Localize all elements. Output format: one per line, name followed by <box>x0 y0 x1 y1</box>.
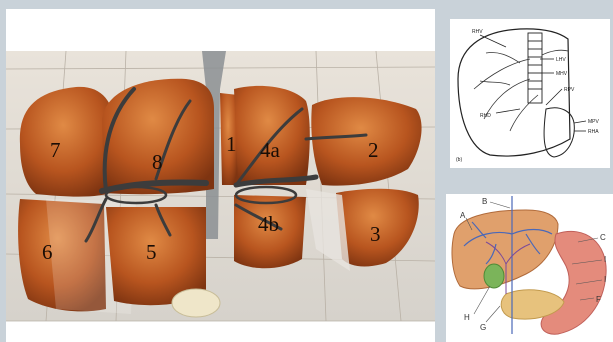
label-rha: RHA <box>588 129 599 135</box>
label-rhd: RHD <box>480 113 491 119</box>
label-e: I <box>604 275 606 284</box>
segment-4a-label: 4a <box>260 138 281 162</box>
panel-b-label: (b) <box>456 157 462 163</box>
liver-outline <box>458 29 570 156</box>
label-lhv: LHV <box>556 57 566 63</box>
segment-6-label: 6 <box>42 240 53 264</box>
label-rhv: RHV <box>472 29 483 35</box>
label-f: F <box>596 295 601 304</box>
label-b: B <box>482 197 487 206</box>
gallbladder <box>172 289 220 317</box>
label-rpv: RPV <box>564 87 575 93</box>
segment-1-label: 1 <box>226 132 237 156</box>
segment-5-label: 5 <box>146 240 157 264</box>
label-c: C <box>600 233 606 242</box>
ivc-column <box>528 33 542 103</box>
label-d: I <box>604 255 606 264</box>
hepatic-veins-figure: RHV LHV MHV RPV RHD MPV RHA (b) <box>450 19 610 168</box>
segment-7-label: 7 <box>50 138 61 162</box>
liver-segments-illustration: 7 8 1 4a 2 6 5 4b 3 <box>6 9 435 342</box>
label-mpv: MPV <box>588 119 600 125</box>
segment-7-lobe <box>20 87 116 197</box>
liver-segments-figure: 7 8 1 4a 2 6 5 4b 3 <box>6 9 435 342</box>
gallbladder-green <box>484 264 504 288</box>
segment-2-label: 2 <box>368 138 379 162</box>
label-mhv: MHV <box>556 71 568 77</box>
label-h: H <box>464 313 470 322</box>
segment-3-label: 3 <box>370 222 381 246</box>
biliary-anatomy-diagram: B A C I I F G H <box>446 194 613 342</box>
label-g: G <box>480 323 486 332</box>
biliary-anatomy-figure: B A C I I F G H <box>446 194 613 342</box>
hepatic-veins-diagram: RHV LHV MHV RPV RHD MPV RHA (b) <box>450 19 610 168</box>
segment-8-label: 8 <box>152 150 163 174</box>
segment-4b-label: 4b <box>258 212 279 236</box>
label-a: A <box>460 211 466 220</box>
